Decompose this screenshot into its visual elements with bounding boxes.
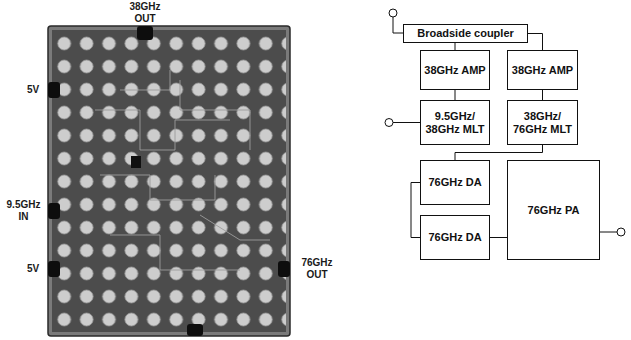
block-label: 76GHz DA bbox=[428, 231, 481, 244]
port-label: 76GHz OUT bbox=[294, 257, 340, 281]
signal-line bbox=[455, 145, 543, 160]
block-box: 76GHz DA bbox=[420, 160, 490, 205]
block-box: 38GHz/ 76GHz MLT bbox=[507, 100, 578, 145]
signal-line bbox=[528, 34, 543, 51]
block-box: 38GHz AMP bbox=[507, 50, 578, 90]
chip-traces bbox=[95, 70, 270, 270]
block-label: 9.5GHz/ 38GHz MLT bbox=[424, 110, 486, 136]
block-box: 9.5GHz/ 38GHz MLT bbox=[420, 100, 490, 145]
block-label: 76GHz DA bbox=[428, 176, 481, 189]
block-label: Broadside coupler bbox=[417, 27, 514, 40]
signal-line bbox=[455, 90, 456, 100]
block-label: 38GHz/ 76GHz MLT bbox=[511, 110, 574, 136]
block-label: 38GHz AMP bbox=[512, 64, 573, 77]
supply-label: 5V bbox=[22, 84, 44, 96]
block-box: Broadside coupler bbox=[403, 24, 528, 43]
chip-die bbox=[131, 156, 141, 168]
block-label: 76GHz PA bbox=[528, 204, 580, 217]
chip-body bbox=[52, 30, 286, 332]
block-label: 38GHz AMP bbox=[424, 64, 485, 77]
bond-pads bbox=[48, 26, 290, 336]
supply-label: 5V bbox=[22, 263, 44, 275]
signal-line bbox=[455, 43, 456, 50]
signal-line bbox=[542, 90, 543, 100]
signal-line bbox=[490, 237, 507, 238]
chip-pads bbox=[52, 30, 286, 332]
chip-rim bbox=[48, 26, 290, 336]
port-label: 38GHz OUT bbox=[123, 1, 167, 25]
signal-line bbox=[411, 183, 420, 238]
block-box: 76GHz PA bbox=[507, 160, 600, 260]
block-box: 76GHz DA bbox=[420, 215, 490, 260]
port-label: 9.5GHz IN bbox=[2, 199, 45, 223]
block-box: 38GHz AMP bbox=[420, 50, 490, 90]
